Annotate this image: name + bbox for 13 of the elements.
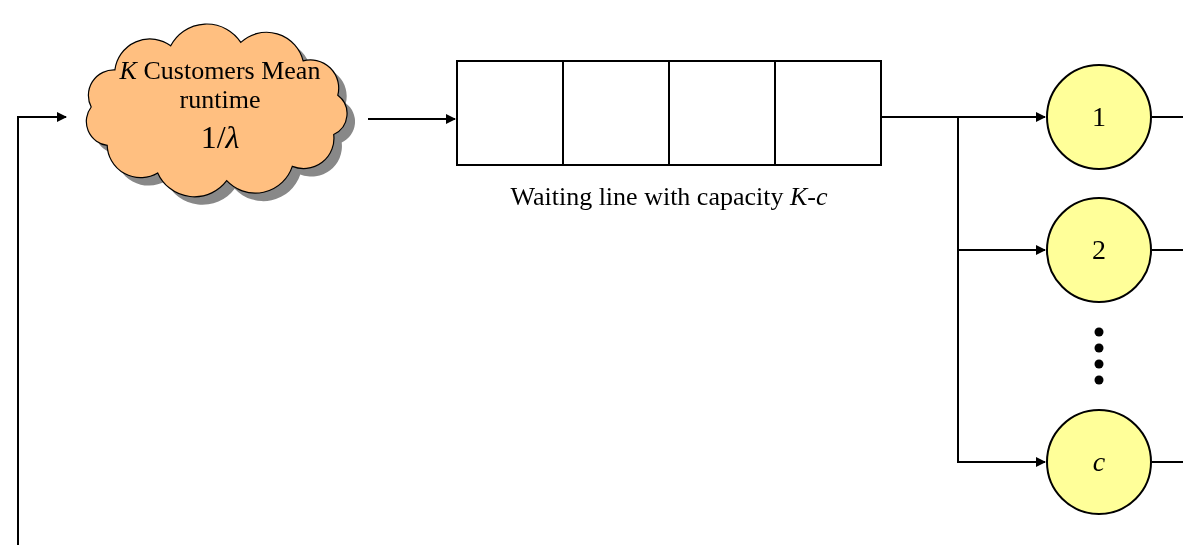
queue-caption: Waiting line with capacity K-c xyxy=(509,182,829,212)
arrow xyxy=(881,116,1046,467)
server-label: 2 xyxy=(1092,234,1106,266)
cloud-label: K Customers Mean runtime xyxy=(118,56,322,114)
connector-line xyxy=(1151,249,1183,251)
server-label: c xyxy=(1092,446,1106,478)
server-label: 1 xyxy=(1092,101,1106,133)
arrow xyxy=(367,114,456,124)
connector-line xyxy=(1151,461,1183,463)
rate-formula: 1/λ xyxy=(199,118,241,156)
connector-line xyxy=(1151,116,1183,118)
arrow xyxy=(17,112,67,545)
queue-box xyxy=(456,60,882,166)
